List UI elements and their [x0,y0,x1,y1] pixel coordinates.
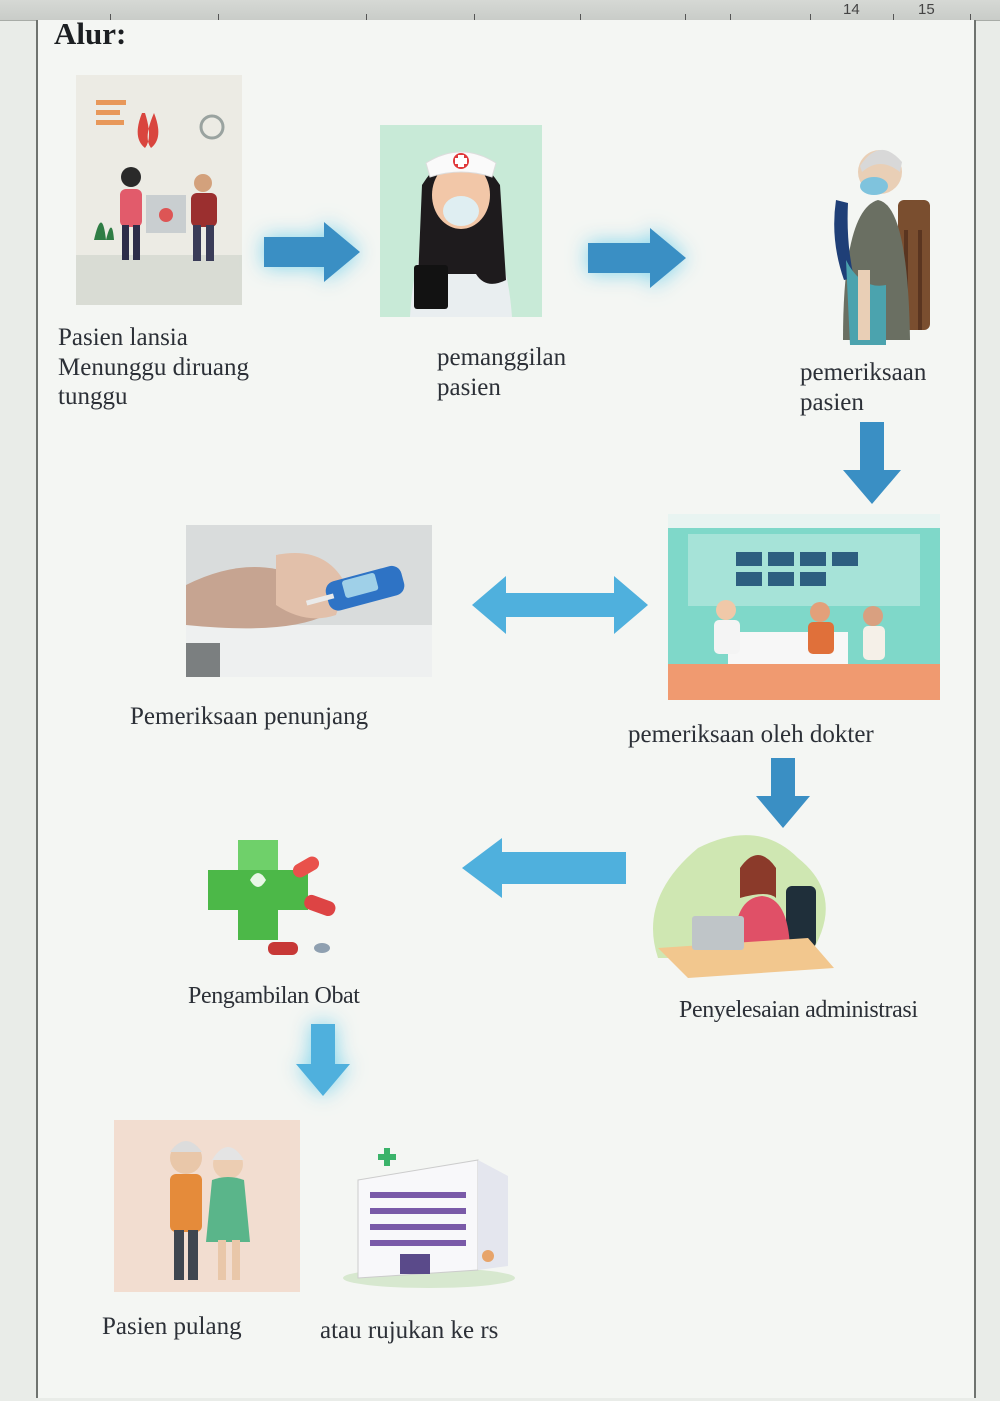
ruler-number-14: 14 [843,1,860,18]
ruler-tick [580,14,581,20]
medicine-label: Pengambilan Obat [188,983,360,1009]
arrow-down-1 [841,420,903,506]
ruler-number-15: 15 [918,1,935,18]
page-title: Alur: [54,16,127,51]
ruler-tick [893,14,894,20]
hospital-illustration [338,1140,520,1288]
document-page: Alur: [36,16,976,1398]
arrow-left [460,836,628,900]
waiting-label-line: tunggu [58,383,128,410]
ruler: 14 15 [0,0,1000,21]
arrow-right-2 [586,226,688,290]
exam-label-line: pemeriksaan [800,359,927,386]
discharge-label: Pasien pulang [102,1313,242,1340]
ruler-tick [474,14,475,20]
ruler-tick [218,14,219,20]
exam-label-line: pasien [800,388,864,416]
arrow-down-3 [294,1022,352,1098]
administration-label: Penyelesaian administrasi [679,997,918,1023]
elderly-couple-illustration [114,1120,300,1292]
doctor-consultation-illustration [668,514,940,700]
calling-label-line: pemanggilan [437,344,567,371]
ruler-tick [730,14,731,20]
arrow-down-2 [754,756,812,830]
ruler-tick [366,14,367,20]
ruler-tick [810,14,811,20]
administration-illustration [648,828,840,986]
support-exam-illustration [186,525,432,677]
waiting-label-line: Menunggu diruang [58,353,249,381]
ruler-tick [685,14,686,20]
double-arrow [470,574,650,636]
elderly-exam-illustration [818,130,936,352]
nurse-illustration [380,125,542,317]
doctor-exam-label: pemeriksaan oleh dokter [628,721,874,748]
calling-label: pemanggilan pasien [437,343,566,402]
waiting-label: Pasien lansia Menunggu diruang tunggu [58,323,249,412]
medicine-illustration [186,830,352,968]
ruler-tick [110,14,111,20]
waiting-label-line: Pasien lansia [58,324,188,351]
referral-label: atau rujukan ke rs [320,1317,499,1344]
exam-label: pemeriksaan pasien [800,358,926,417]
waiting-room-illustration [76,75,242,305]
support-exam-label: Pemeriksaan penunjang [130,703,369,730]
arrow-right-1 [262,220,362,284]
ruler-tick [970,14,971,20]
calling-label-line: pasien [437,373,501,401]
